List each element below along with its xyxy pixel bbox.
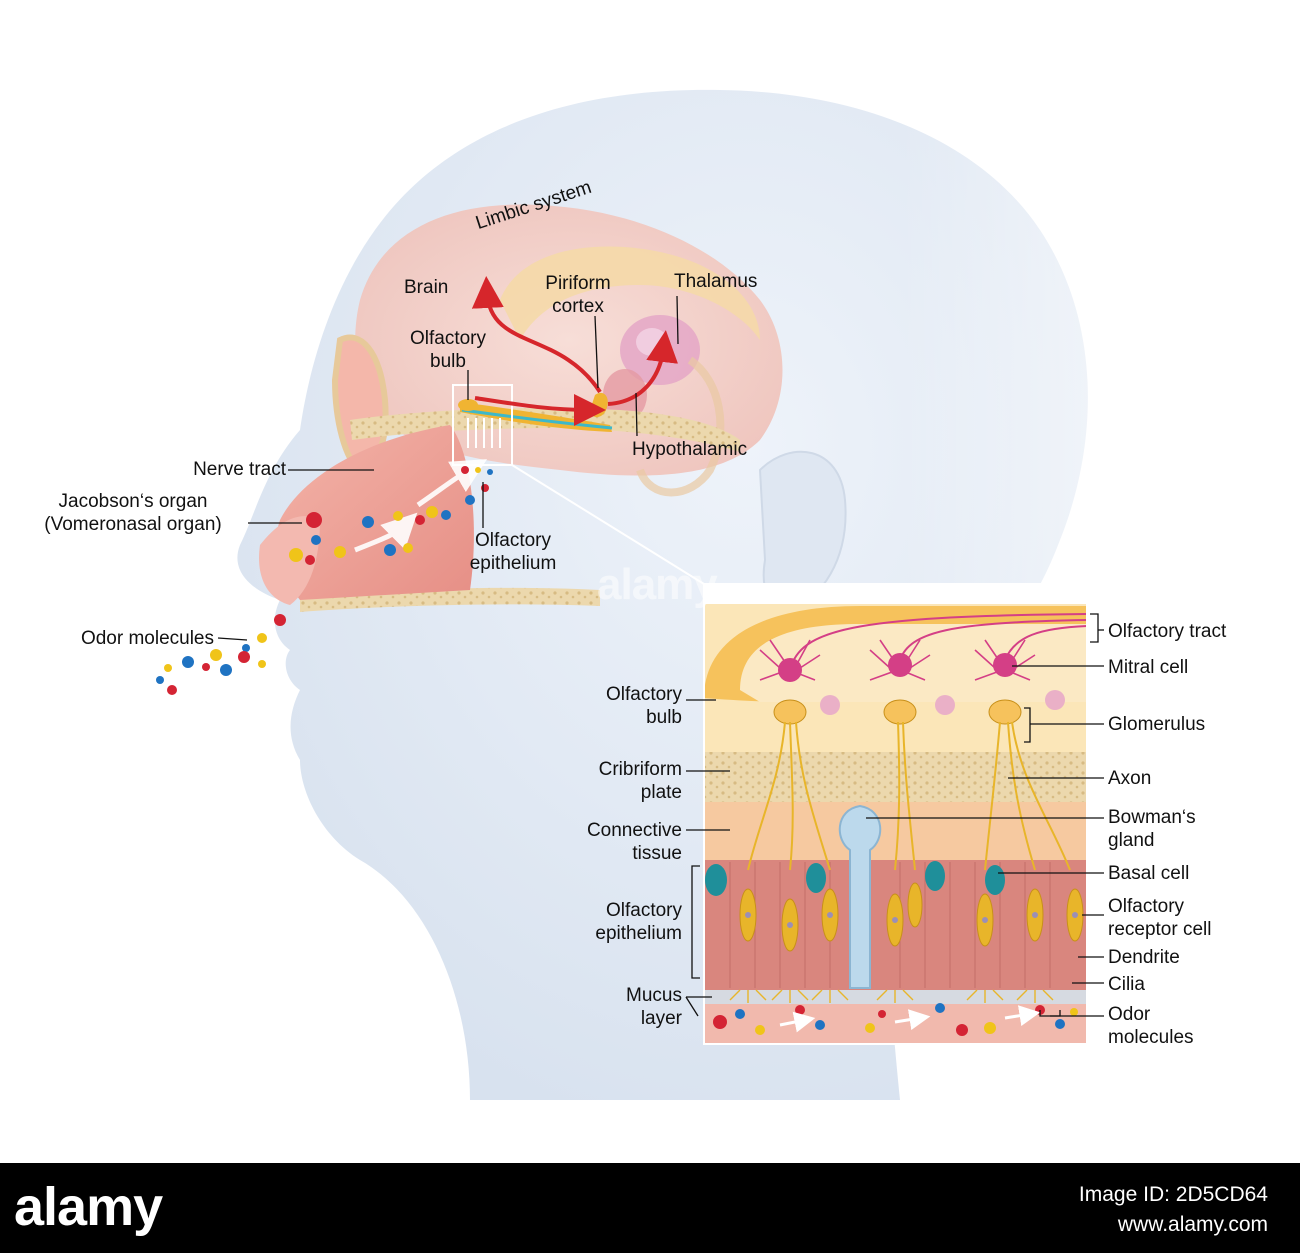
- inset-panel: [703, 583, 1088, 1045]
- epithelium-inset-line-1: Olfactory: [605, 900, 682, 921]
- label-olfactory-bulb-head: Olfactory bulb: [398, 327, 498, 373]
- label-dendrite: Dendrite: [1108, 946, 1180, 969]
- head-molecules: [242, 466, 493, 652]
- signal-arrows: [471, 276, 679, 426]
- label-odor-molecules-head: Odor molecules: [30, 627, 214, 650]
- bulb-inset-line-2: bulb: [646, 707, 682, 728]
- site-url: www.alamy.com: [1117, 1213, 1268, 1236]
- label-thalamus: Thalamus: [674, 270, 757, 293]
- basal-cell-text: Basal cell: [1108, 863, 1190, 884]
- stock-footer-bar: [0, 1163, 1300, 1253]
- mucus-line-1: Mucus: [626, 985, 682, 1006]
- label-piriform-cortex: Piriform cortex: [530, 272, 626, 318]
- label-olfactory-bulb-inset: Olfactory bulb: [560, 683, 682, 729]
- label-cribriform-plate: Cribriform plate: [560, 758, 682, 804]
- label-olfactory-tract: Olfactory tract: [1108, 620, 1226, 643]
- bowmans-line-1: Bowman‘s: [1108, 807, 1196, 828]
- bowmans-line-2: gland: [1108, 830, 1155, 851]
- receptor-line-2: receptor cell: [1108, 919, 1212, 940]
- label-cilia: Cilia: [1108, 973, 1145, 996]
- alamy-logo: alamy: [14, 1177, 163, 1237]
- dendrite-text: Dendrite: [1108, 947, 1180, 968]
- odor-inset-line-2: molecules: [1108, 1027, 1194, 1048]
- receptor-line-1: Olfactory: [1108, 896, 1185, 917]
- label-olfactory-epithelium-head: Olfactory epithelium: [452, 529, 574, 575]
- mucus-line-2: layer: [640, 1008, 682, 1029]
- label-glomerulus: Glomerulus: [1108, 713, 1205, 736]
- hypothalamic-text: Hypothalamic: [632, 439, 748, 460]
- watermark-overlay: alamy: [597, 560, 718, 609]
- label-hypothalamic: Hypothalamic: [632, 438, 747, 461]
- cribriform-line-2: plate: [640, 782, 682, 803]
- brain-text: Brain: [404, 277, 449, 298]
- label-connective-tissue: Connective tissue: [540, 819, 682, 865]
- connective-line-2: tissue: [632, 843, 682, 864]
- cribriform-line-1: Cribriform: [598, 759, 682, 780]
- label-nerve-tract: Nerve tract: [150, 458, 286, 481]
- epithelium-inset-line-2: epithelium: [595, 923, 682, 944]
- odor-inset-line-1: Odor: [1108, 1004, 1151, 1025]
- label-brain: Brain: [404, 276, 448, 299]
- epithelium-head-line-2: epithelium: [469, 553, 557, 574]
- nasal-cavity: [259, 425, 474, 605]
- label-bowmans-gland: Bowman‘s gland: [1108, 806, 1196, 852]
- leader-lines: [217, 295, 1104, 1017]
- nerve-tract-text: Nerve tract: [193, 459, 286, 480]
- label-mitral-cell: Mitral cell: [1108, 656, 1188, 679]
- illustration: [156, 80, 1300, 1163]
- odor-molecules-head-text: Odor molecules: [80, 628, 214, 649]
- glomerulus-text: Glomerulus: [1108, 714, 1206, 735]
- zoom-lines: [511, 464, 705, 585]
- bulb-head-line-1: Olfactory: [409, 328, 487, 349]
- image-id: Image ID: 2D5CD64: [1078, 1183, 1268, 1206]
- label-axon: Axon: [1108, 767, 1151, 790]
- cilia-text: Cilia: [1108, 974, 1145, 995]
- piriform-line-1: Piriform: [545, 273, 611, 294]
- connective-line-1: Connective: [586, 820, 682, 841]
- outside-molecules: [156, 649, 266, 695]
- thalamus-text: Thalamus: [674, 271, 758, 292]
- jacobsons-line-2: (Vomeronasal organ): [44, 514, 222, 535]
- label-basal-cell: Basal cell: [1108, 862, 1189, 885]
- epithelium-head-line-1: Olfactory: [474, 530, 552, 551]
- label-mucus-layer: Mucus layer: [580, 984, 682, 1030]
- label-jacobsons-organ: Jacobson‘s organ (Vomeronasal organ): [20, 490, 246, 536]
- label-odor-molecules-inset: Odor molecules: [1108, 1003, 1194, 1049]
- jacobsons-line-1: Jacobson‘s organ: [58, 491, 208, 512]
- piriform-line-2: cortex: [552, 296, 604, 317]
- bulb-inset-line-1: Olfactory: [605, 684, 682, 705]
- inset-mitral-cells: [759, 639, 1065, 715]
- axon-text: Axon: [1108, 768, 1152, 789]
- olfactory-tract-text: Olfactory tract: [1108, 621, 1227, 642]
- bulb-head-line-2: bulb: [430, 351, 466, 372]
- label-olfactory-epithelium-inset: Olfactory epithelium: [560, 899, 682, 945]
- mitral-cell-text: Mitral cell: [1108, 657, 1189, 678]
- label-olfactory-receptor-cell: Olfactory receptor cell: [1108, 895, 1212, 941]
